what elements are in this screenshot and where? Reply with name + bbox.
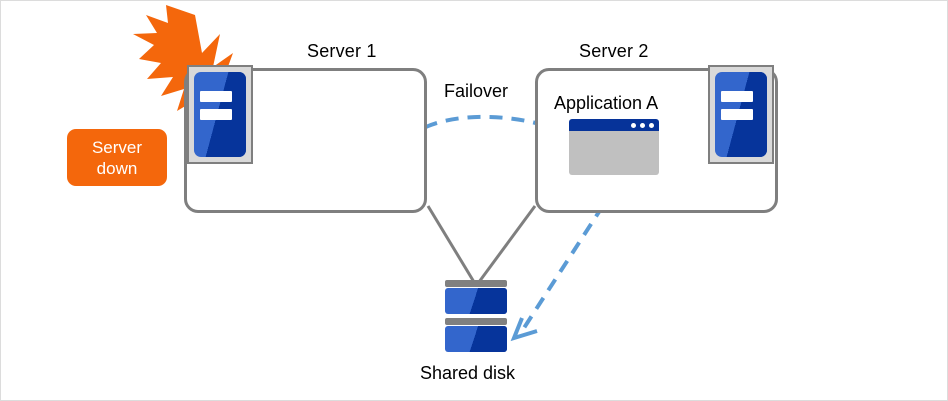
application-a-label: Application A	[554, 93, 659, 113]
application-window-titlebar	[569, 119, 659, 131]
server1-title: Server 1	[307, 41, 377, 61]
connector-server2-to-disk	[477, 205, 537, 283]
disk-cap	[445, 280, 507, 287]
server1-hardware-icon	[187, 65, 253, 164]
server-chassis	[194, 72, 246, 157]
connector-server1-to-disk	[426, 205, 476, 283]
failover-arrow	[405, 114, 551, 142]
server-down-callout[interactable]: Server down	[67, 129, 167, 186]
server-chassis	[715, 72, 767, 157]
server-slot-bar	[200, 90, 233, 102]
server-down-line2: down	[96, 158, 138, 178]
failover-label: Failover	[444, 81, 509, 101]
disk-cap	[445, 318, 507, 325]
server-slot-bar	[200, 109, 233, 121]
application-a-window[interactable]	[569, 119, 659, 175]
disk-platter	[445, 288, 507, 314]
disk-platter	[445, 326, 507, 352]
window-dot-icon	[640, 122, 645, 128]
window-dot-icon	[631, 122, 636, 128]
application-window-body	[569, 131, 659, 175]
disk-platter-shade	[445, 288, 507, 314]
shared-disk-icon[interactable]	[445, 280, 507, 359]
server-down-line1: Server	[91, 137, 143, 157]
server2-hardware-icon	[708, 65, 774, 164]
disk-access-arrowhead	[510, 317, 538, 342]
server-slot-bar	[721, 109, 754, 121]
window-dot-icon	[649, 122, 654, 128]
server2-title: Server 2	[579, 41, 649, 61]
server-slot-bar	[721, 90, 754, 102]
shared-disk-label: Shared disk	[420, 363, 516, 383]
disk-platter-shade	[445, 326, 507, 352]
